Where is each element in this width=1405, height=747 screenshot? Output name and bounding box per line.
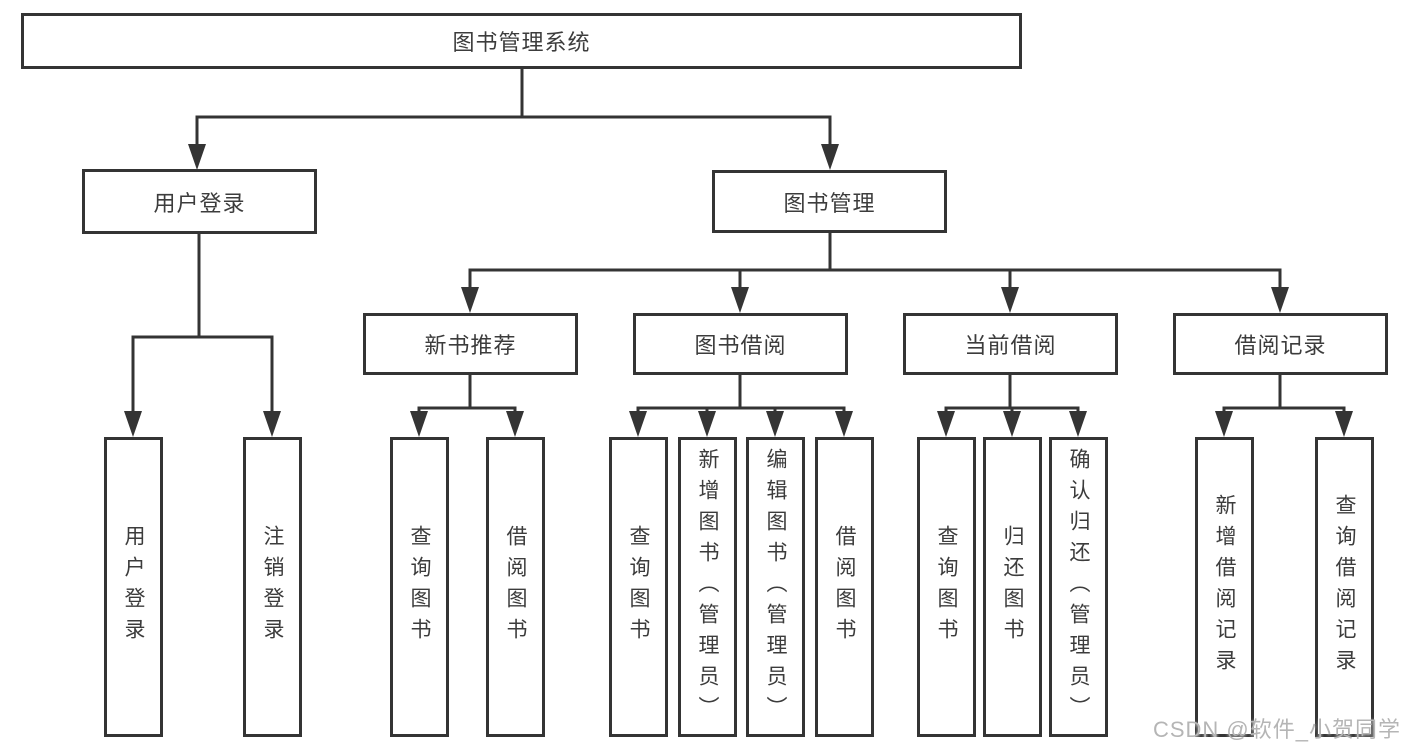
node-book-management-label: 图书管理	[783, 190, 876, 216]
node-current-borrowing-label: 当前借阅	[964, 333, 1057, 358]
leaf-return-books-label: 归还图书	[1001, 525, 1024, 649]
leaf-recommend-borrow-books-label: 借阅图书	[504, 525, 527, 649]
leaf-query-borrow-record-label: 查询借阅记录	[1333, 494, 1356, 680]
leaf-borrowing-borrow-books-label: 借阅图书	[833, 525, 856, 649]
node-current-borrowing: 当前借阅	[903, 313, 1118, 375]
arrowheads	[124, 144, 1353, 437]
leaf-add-borrow-record-label: 新增借阅记录	[1213, 494, 1236, 680]
node-new-book-recommend-label: 新书推荐	[424, 333, 517, 358]
node-book-borrowing: 图书借阅	[633, 313, 848, 375]
leaf-borrowing-query-books: 查询图书	[609, 437, 668, 737]
leaf-confirm-return-admin: 确认归还（管理员）	[1049, 437, 1108, 737]
leaf-edit-books-admin: 编辑图书（管理员）	[746, 437, 805, 737]
leaf-logout-label: 注销登录	[261, 525, 284, 649]
leaf-return-books: 归还图书	[983, 437, 1042, 737]
leaf-user-login-label: 用户登录	[122, 525, 145, 649]
node-user-login: 用户登录	[82, 169, 317, 234]
leaf-recommend-borrow-books: 借阅图书	[486, 437, 545, 737]
node-borrow-records: 借阅记录	[1173, 313, 1388, 375]
leaf-confirm-return-admin-label: 确认归还（管理员）	[1067, 447, 1090, 727]
leaf-add-borrow-record: 新增借阅记录	[1195, 437, 1254, 737]
leaf-user-login: 用户登录	[104, 437, 163, 737]
node-root: 图书管理系统	[21, 13, 1022, 69]
node-borrow-records-label: 借阅记录	[1234, 333, 1327, 358]
leaf-current-query-books: 查询图书	[917, 437, 976, 737]
leaf-logout: 注销登录	[243, 437, 302, 737]
node-user-login-label: 用户登录	[153, 190, 246, 216]
leaf-query-borrow-record: 查询借阅记录	[1315, 437, 1374, 737]
node-book-borrowing-label: 图书借阅	[694, 333, 787, 358]
leaf-edit-books-admin-label: 编辑图书（管理员）	[764, 447, 787, 727]
node-book-management: 图书管理	[712, 170, 947, 233]
leaf-recommend-query-books-label: 查询图书	[408, 525, 431, 649]
node-new-book-recommend: 新书推荐	[363, 313, 578, 375]
leaf-add-books-admin-label: 新增图书（管理员）	[696, 447, 719, 727]
watermark: CSDN @软件_小贺同学	[1152, 717, 1401, 742]
leaf-add-books-admin: 新增图书（管理员）	[678, 437, 737, 737]
leaf-borrowing-query-books-label: 查询图书	[627, 525, 650, 649]
node-root-label: 图书管理系统	[452, 30, 591, 55]
leaf-borrowing-borrow-books: 借阅图书	[815, 437, 874, 737]
leaf-recommend-query-books: 查询图书	[390, 437, 449, 737]
leaf-current-query-books-label: 查询图书	[935, 525, 958, 649]
